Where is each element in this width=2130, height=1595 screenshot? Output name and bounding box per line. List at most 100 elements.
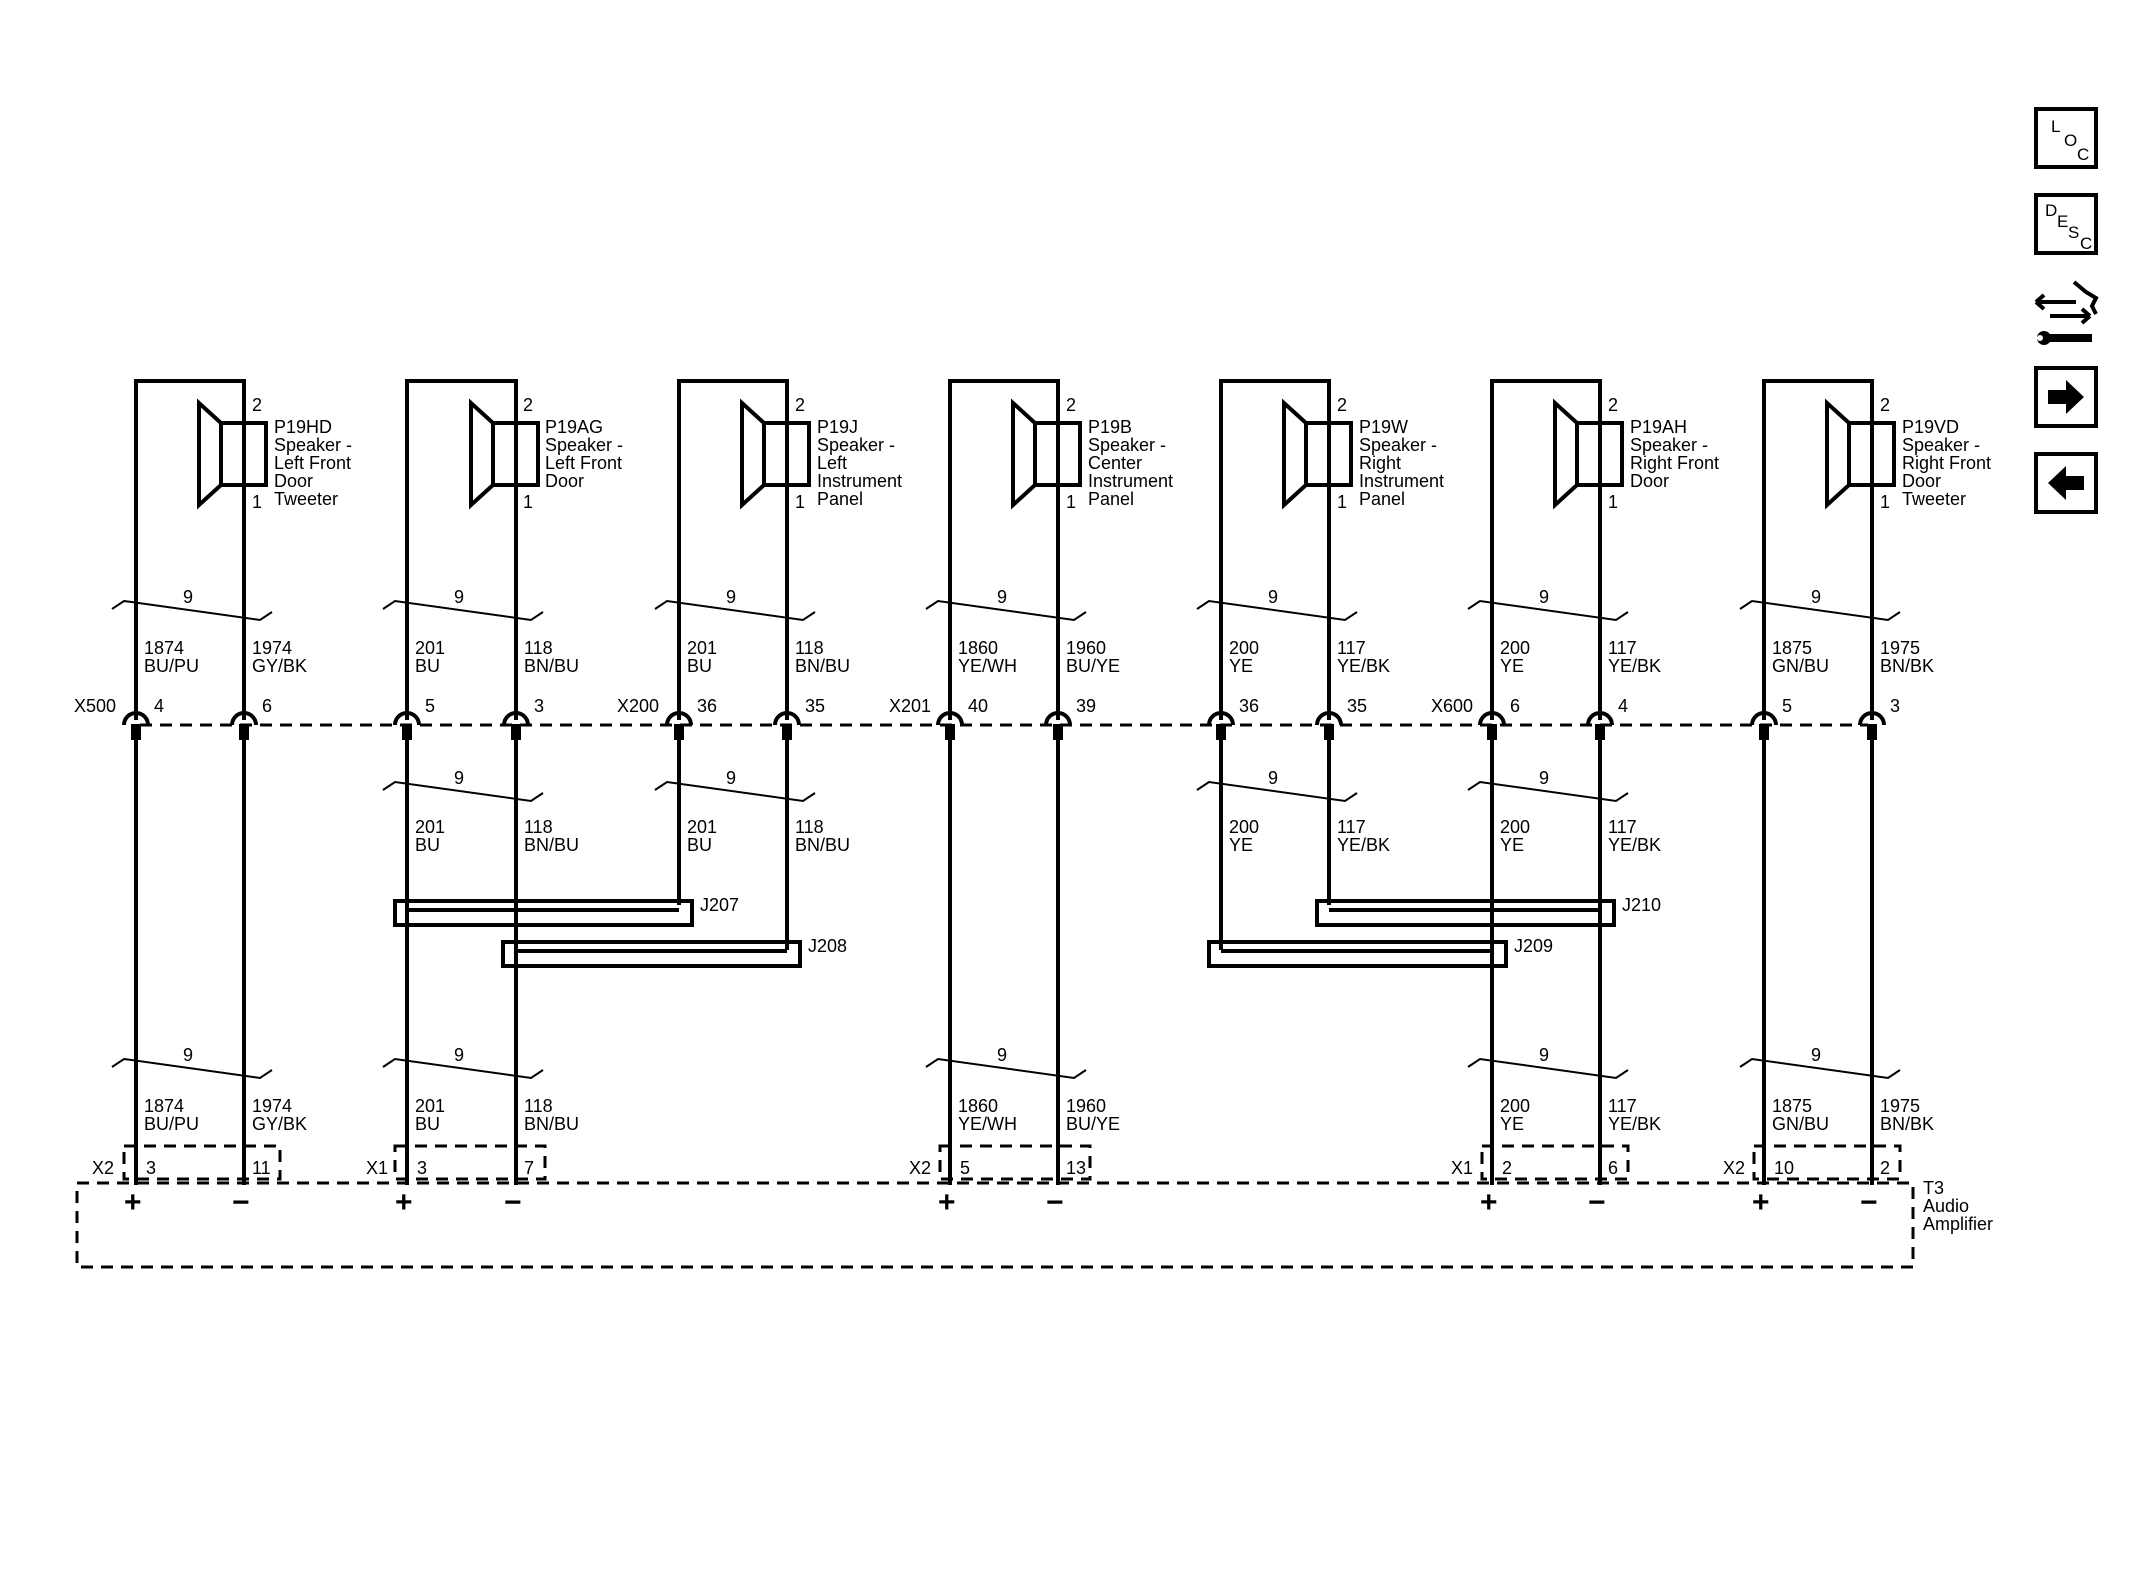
speaker-pin-top: 2	[252, 395, 262, 415]
speaker-desc-line: Speaker -	[817, 435, 895, 455]
polarity-plus-2: +	[395, 1186, 413, 1219]
wire-circuit: 117	[1608, 1096, 1637, 1116]
speaker-id: P19AH	[1630, 417, 1687, 437]
splice-label-j209: J209	[1514, 936, 1553, 956]
connector-pin: 39	[1076, 696, 1096, 716]
wire-color: YE	[1500, 835, 1524, 855]
twist-label: 9	[454, 768, 464, 788]
speaker-desc-line: Panel	[817, 489, 863, 509]
speaker-desc-line: Door	[274, 471, 313, 491]
wire-circuit: 118	[524, 817, 553, 837]
location-button[interactable]: L O C	[2034, 107, 2098, 169]
wire-circuit: 118	[524, 638, 553, 658]
twist-label: 9	[1268, 587, 1278, 607]
amp-connector-labels: X2 3 11 X1 3 7 X2 5 13 X1 2 6 X2 10 2	[92, 1158, 1890, 1178]
twist-label: 9	[183, 587, 193, 607]
component-connector-icon[interactable]	[2030, 276, 2102, 348]
next-button[interactable]	[2034, 366, 2098, 428]
speaker-pin-bottom: 1	[252, 492, 262, 512]
wire-circuit: 1875	[1772, 1096, 1812, 1116]
amp-connector-name: X1	[366, 1158, 388, 1178]
wire-circuit: 1960	[1066, 638, 1106, 658]
module-label: T3 Audio Amplifier	[1923, 1178, 1993, 1234]
description-button[interactable]: D E S C	[2034, 193, 2098, 255]
amp-connector-pin: 5	[960, 1158, 970, 1178]
speaker-desc-line: Speaker -	[274, 435, 352, 455]
speaker-desc-line: Tweeter	[1902, 489, 1966, 509]
wire-circuit: 200	[1500, 817, 1530, 837]
wire-color: BU	[687, 656, 712, 676]
wire-circuit: 200	[1229, 638, 1259, 658]
wire-color: YE	[1500, 1114, 1524, 1134]
amp-connector-pin: 2	[1880, 1158, 1890, 1178]
polarity-minus-4: −	[1588, 1186, 1606, 1219]
wire-circuit: 118	[795, 638, 824, 658]
polarity-plus-4: +	[1480, 1186, 1498, 1219]
speaker-desc-line: Instrument	[1088, 471, 1173, 491]
twist-indicators	[111, 599, 1901, 1080]
loc-letter: L	[2051, 117, 2061, 136]
arrow-right-icon	[2048, 380, 2084, 414]
amp-connector-name: X1	[1451, 1158, 1473, 1178]
wire-circuit: 1975	[1880, 638, 1920, 658]
speaker-group-p19w	[1219, 379, 1353, 720]
wire-color: GY/BK	[252, 1114, 307, 1134]
twist-label: 9	[454, 587, 464, 607]
module-desc-line: Audio	[1923, 1196, 1969, 1216]
inline-connector-labels: X500 4 6 5 3 X200 36 35 X201 40 39 36 35…	[74, 696, 1900, 716]
wire-color: YE	[1229, 656, 1253, 676]
wire-circuit: 200	[1500, 1096, 1530, 1116]
connector-pin: 3	[1890, 696, 1900, 716]
wire-circuit: 118	[795, 817, 824, 837]
wire-circuit: 1875	[1772, 638, 1812, 658]
twist-label: 9	[1811, 587, 1821, 607]
connector-pin: 36	[1239, 696, 1259, 716]
twist-label: 9	[1811, 1045, 1821, 1065]
speaker-pin-bottom: 1	[523, 492, 533, 512]
wire-color: BN/BU	[524, 1114, 579, 1134]
wire-circuit: 1874	[144, 638, 184, 658]
speaker-desc-line: Right Front	[1630, 453, 1719, 473]
wire-color: BN/BU	[795, 656, 850, 676]
wire-circuit: 117	[1608, 638, 1637, 658]
speaker-id: P19AG	[545, 417, 603, 437]
connector-pin: 6	[1510, 696, 1520, 716]
speaker-id: P19J	[817, 417, 858, 437]
speaker-pin-top: 2	[1337, 395, 1347, 415]
loc-letter: O	[2064, 131, 2078, 150]
speaker-pin-bottom: 1	[1337, 492, 1347, 512]
wire-color: BU	[415, 835, 440, 855]
speaker-pin-bottom: 1	[1066, 492, 1076, 512]
connector-pin: 4	[1618, 696, 1628, 716]
connector-pin: 36	[697, 696, 717, 716]
twist-label: 9	[1539, 587, 1549, 607]
speaker-desc-line: Left Front	[274, 453, 351, 473]
polarity-plus-5: +	[1752, 1186, 1770, 1219]
previous-button[interactable]	[2034, 452, 2098, 514]
connector-name: X600	[1431, 696, 1473, 716]
splice-labels: J207 J208 J209 J210	[700, 895, 1661, 956]
speaker-group-p19b	[948, 379, 1082, 720]
speaker-group-p19j	[677, 379, 811, 720]
wire-color: YE/BK	[1608, 1114, 1661, 1134]
desc-letter: S	[2068, 223, 2080, 242]
amp-connector-pin: 11	[252, 1158, 271, 1178]
module-desc-line: Amplifier	[1923, 1214, 1993, 1234]
speaker-id: P19VD	[1902, 417, 1959, 437]
twist-label: 9	[997, 1045, 1007, 1065]
connector-pin: 4	[154, 696, 164, 716]
connector-pin: 3	[534, 696, 544, 716]
twist-label: 9	[726, 587, 736, 607]
wire-color: BN/BK	[1880, 656, 1934, 676]
amp-connector-pin: 3	[146, 1158, 156, 1178]
wire-color: YE	[1500, 656, 1524, 676]
inline-terminals	[122, 711, 1886, 740]
speaker-desc-line: Right	[1359, 453, 1401, 473]
wire-circuit: 117	[1608, 817, 1637, 837]
wire-circuit: 1874	[144, 1096, 184, 1116]
speaker-group-p19ag	[405, 379, 540, 720]
wire-color: BN/BU	[524, 835, 579, 855]
amp-connector-pin: 3	[417, 1158, 427, 1178]
